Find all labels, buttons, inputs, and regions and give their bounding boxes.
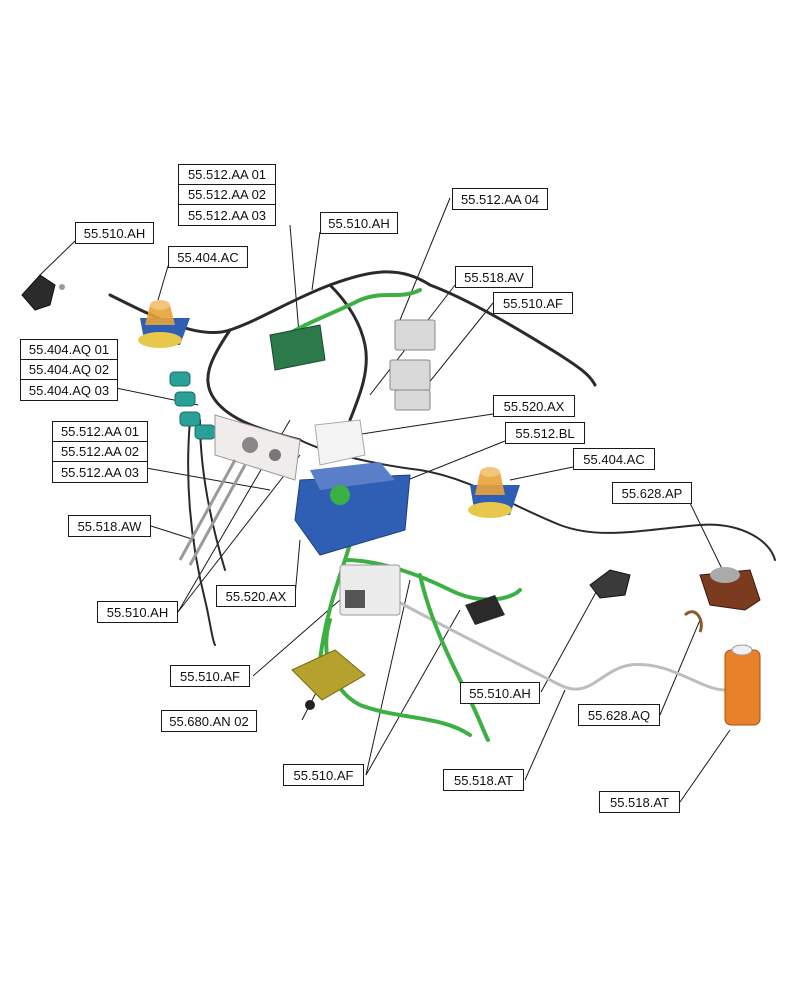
connector-block <box>465 595 505 625</box>
callout-55-518-at-right: 55.518.AT <box>599 791 680 813</box>
callout-55-512-bl: 55.512.BL <box>505 422 585 444</box>
callout-55-404-ac-right: 55.404.AC <box>573 448 655 470</box>
console-module <box>294 462 411 556</box>
callout-55-512-aa-top: 55.512.AA 01 55.512.AA 02 55.512.AA 03 <box>178 164 276 226</box>
callout-55-512-aa-top-02: 55.512.AA 02 <box>179 185 275 205</box>
callout-55-628-aq: 55.628.AQ <box>578 704 660 726</box>
callout-55-510-af-bottom: 55.510.AF <box>283 764 364 786</box>
callout-55-404-aq: 55.404.AQ 01 55.404.AQ 02 55.404.AQ 03 <box>20 339 118 401</box>
callout-55-518-at-mid: 55.518.AT <box>443 769 524 791</box>
callout-55-404-aq-03: 55.404.AQ 03 <box>28 382 110 398</box>
callout-55-510-ah-left: 55.510.AH <box>75 222 154 244</box>
relay-cover <box>589 569 631 599</box>
fuse-block <box>269 324 326 371</box>
callout-55-680-an-02: 55.680.AN 02 <box>161 710 257 732</box>
beacon-right <box>468 467 520 518</box>
callout-55-520-ax-top: 55.520.AX <box>493 395 575 417</box>
black-harness <box>108 270 776 646</box>
callout-55-510-af-top: 55.510.AF <box>493 292 573 314</box>
washer-pump <box>699 567 761 611</box>
callout-55-512-aa-mid-03: 55.512.AA 03 <box>60 464 140 480</box>
callout-55-510-ah-bottom: 55.510.AH <box>97 601 178 623</box>
callout-55-512-aa-top-03: 55.512.AA 03 <box>187 207 267 223</box>
grey-harness <box>394 598 726 692</box>
callout-55-512-aa-04: 55.512.AA 04 <box>452 188 548 210</box>
callout-55-510-af-mid: 55.510.AF <box>170 665 250 687</box>
pump-harness <box>683 610 703 633</box>
callout-55-404-aq-02: 55.404.AQ 02 <box>21 360 117 380</box>
callout-55-518-aw: 55.518.AW <box>68 515 151 537</box>
callout-55-404-aq-01: 55.404.AQ 01 <box>21 340 117 360</box>
beacon-left <box>138 300 190 348</box>
callout-55-512-aa-mid: 55.512.AA 01 55.512.AA 02 55.512.AA 03 <box>52 421 148 483</box>
callout-55-510-ah-right: 55.510.AH <box>460 682 540 704</box>
callout-55-404-ac-left: 55.404.AC <box>168 246 248 268</box>
cab-corner-cover <box>21 274 65 311</box>
teal-work-lamps <box>169 371 216 440</box>
ecu-box <box>291 649 366 710</box>
washer-lines <box>178 459 247 566</box>
washer-reservoir <box>724 644 761 726</box>
relay-modules <box>389 319 436 411</box>
callout-55-512-aa-top-01: 55.512.AA 01 <box>179 165 275 185</box>
callout-55-512-aa-mid-02: 55.512.AA 02 <box>53 442 147 462</box>
callout-55-518-av: 55.518.AV <box>455 266 533 288</box>
leader-lines <box>39 197 731 803</box>
callout-55-520-ax-bottom: 55.520.AX <box>216 585 296 607</box>
interface-module <box>339 564 401 616</box>
relay-box <box>314 419 366 466</box>
callout-55-628-ap: 55.628.AP <box>612 482 692 504</box>
callout-55-510-ah-top: 55.510.AH <box>320 212 398 234</box>
callout-55-512-aa-mid-01: 55.512.AA 01 <box>53 422 147 442</box>
control-panel-bracket <box>214 414 301 481</box>
